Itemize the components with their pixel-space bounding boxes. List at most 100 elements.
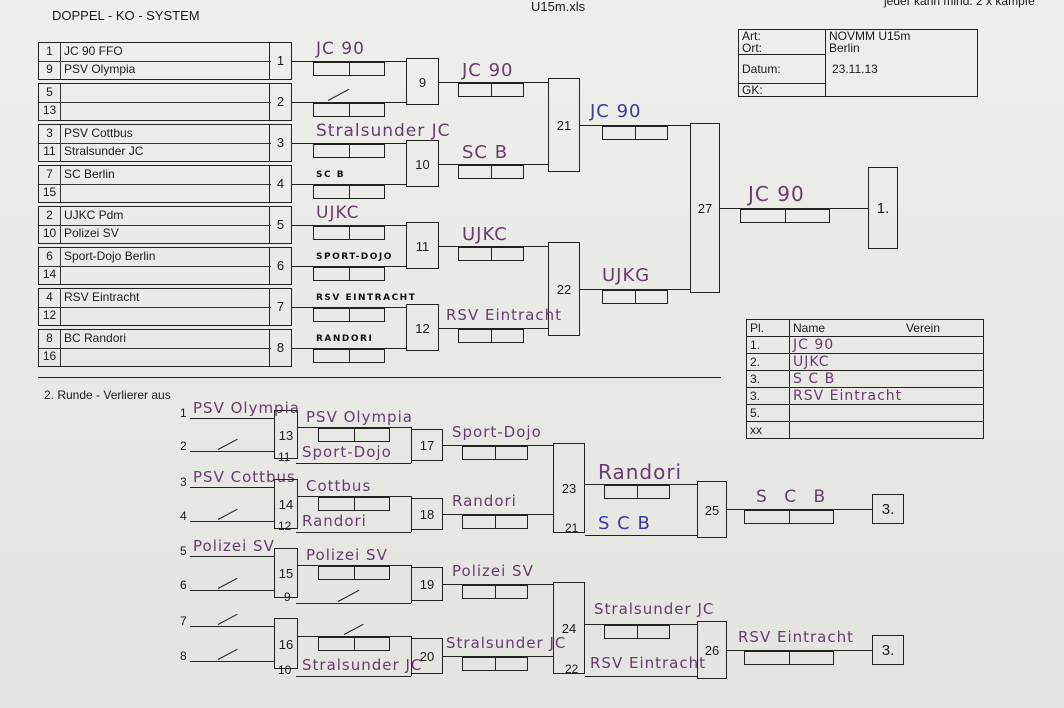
- result-name: JC 90: [793, 336, 835, 353]
- winner-pair: [458, 246, 524, 261]
- art-value: NOVMM U15m: [825, 29, 978, 42]
- match-number: 23: [561, 480, 577, 496]
- connector-line: [292, 266, 407, 267]
- match-number: 18: [419, 507, 435, 522]
- match-box: 24: [553, 582, 585, 674]
- connector-line: [292, 184, 407, 185]
- winner-pair: [318, 636, 390, 651]
- winner-pair: [313, 144, 385, 158]
- connector-line: [292, 102, 407, 103]
- team-name: [61, 185, 64, 199]
- match-number: 9: [418, 75, 427, 90]
- slot-name: Polizei SV: [193, 537, 275, 555]
- winner-pair: [462, 585, 528, 599]
- file-name: U15m.xls: [531, 0, 586, 14]
- connector-line: [439, 327, 549, 329]
- handwritten-winner: PSV Olympia: [306, 407, 413, 426]
- connector-line: [585, 624, 697, 625]
- result-place: 1.: [746, 336, 790, 354]
- seed-number: 7: [39, 166, 61, 184]
- team-name: [61, 103, 64, 117]
- team-name: SC Berlin: [64, 167, 115, 181]
- team-name: Stralsunder JC: [64, 144, 144, 158]
- match-number: 20: [419, 648, 435, 664]
- result-row: 3.S C B: [746, 370, 984, 388]
- drop-name: Randori: [302, 512, 367, 530]
- entry-row-b: 13: [39, 102, 271, 120]
- handwritten-winner: JC 90: [590, 100, 642, 122]
- match-box: 10: [406, 140, 439, 187]
- result-name-cell: UJKC: [789, 353, 984, 371]
- ort-value: Berlin: [825, 42, 978, 55]
- seed-number: 2: [39, 207, 61, 225]
- team-name: [61, 308, 64, 322]
- winner-pair: [604, 625, 670, 639]
- team-name: [61, 267, 64, 281]
- results-head-verein: Verein: [905, 320, 940, 335]
- section-divider: [38, 377, 721, 378]
- connector-line: [296, 532, 411, 533]
- team-name: Sport-Dojo Berlin: [64, 249, 156, 263]
- result-name-cell: [789, 421, 984, 439]
- winner-pair: [318, 566, 390, 580]
- match-box: 19: [411, 567, 443, 601]
- seed-number: 14: [39, 266, 61, 284]
- connector-line: [443, 655, 553, 657]
- winner-pair: [313, 185, 385, 199]
- match-number: 2: [269, 84, 291, 120]
- seed-number: 8: [39, 330, 61, 348]
- team-name: [61, 85, 64, 99]
- connector-line: [727, 509, 872, 511]
- match-box: 25: [697, 480, 727, 538]
- team-name: UJKC Pdm: [64, 208, 124, 222]
- match-number: 1: [269, 43, 291, 79]
- seed-number: 6: [39, 248, 61, 266]
- drop-number: 21: [565, 521, 579, 535]
- match-number: 10: [415, 157, 430, 172]
- connector-line: [727, 650, 872, 651]
- connector-line: [298, 635, 411, 637]
- drop-name: Stralsunder JC: [302, 656, 423, 674]
- winner-pair: [602, 125, 668, 140]
- team-name: [61, 349, 64, 363]
- drop-name: Sport-Dojo: [302, 443, 392, 461]
- drop-number: 10: [278, 663, 292, 677]
- connector-line: [296, 603, 411, 604]
- results-head-name-text: Name: [793, 320, 826, 335]
- connector-line: [580, 288, 690, 290]
- slot-number: 4: [180, 509, 187, 523]
- connector-line: [439, 163, 549, 165]
- entry-row-b: 16: [39, 348, 271, 366]
- connector-line: [296, 676, 411, 677]
- slot-line: [190, 626, 274, 627]
- match-number: 3: [269, 125, 291, 161]
- connector-line: [443, 584, 553, 585]
- slot-number: 8: [180, 649, 187, 663]
- connector-line: [292, 307, 407, 308]
- handwritten-winner: Stralsunder JC: [316, 121, 451, 141]
- match-box: 21: [548, 77, 580, 172]
- match-number: 11: [415, 239, 430, 254]
- drop-number: 11: [278, 450, 291, 464]
- info-table: Art: NOVMM U15m Ort: Berlin Datum: 23.11…: [738, 29, 978, 97]
- seed-number: 10: [39, 225, 61, 243]
- match-box: 15: [274, 548, 298, 598]
- match-number: 5: [269, 207, 291, 243]
- result-place: 5.: [746, 404, 790, 422]
- slot-name: PSV Olympia: [193, 399, 300, 417]
- handwritten-winner: SPORT-DOJO: [316, 252, 393, 262]
- handwritten-winner: Polizei SV: [452, 562, 534, 580]
- match-box: 9: [406, 58, 439, 105]
- handwritten-winner: Randori: [598, 459, 683, 484]
- slot-number: 3: [180, 475, 187, 489]
- winner-pair: [744, 651, 834, 665]
- match-box: 18: [411, 498, 443, 530]
- blank-slash: [217, 613, 238, 625]
- result-name: S C B: [793, 370, 836, 387]
